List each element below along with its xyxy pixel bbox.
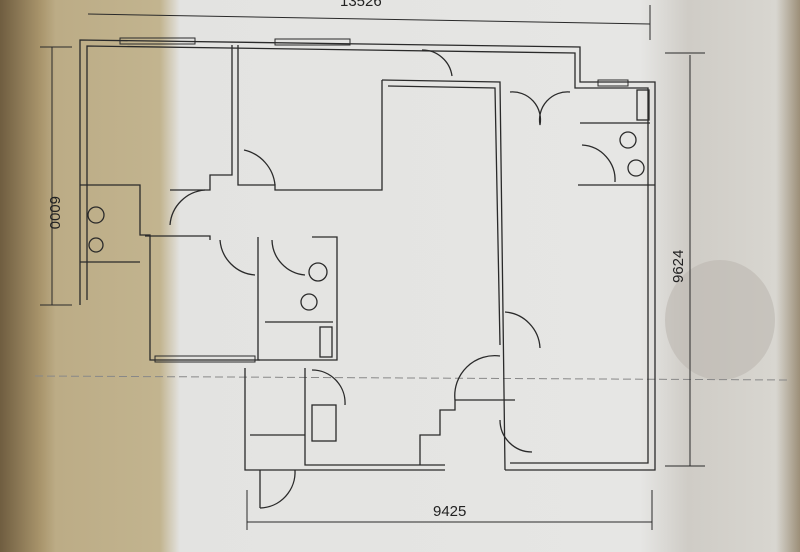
kitchen-inner-wall [304,368,445,466]
door-swing [499,419,533,453]
hall-wall [381,79,506,471]
left-bathroom-wall [80,184,260,361]
floor-plan [79,37,656,509]
door-swing [243,149,276,186]
toilet-icon [88,237,104,253]
dimension-top-width: 13526 [340,0,382,10]
door-swing [454,355,501,401]
outer-wall-inner [86,45,649,464]
basin-icon [319,326,333,358]
basin-icon [636,89,650,121]
door-swing [509,91,571,126]
toilet-icon [87,206,105,224]
dimension-bottom-width: 9425 [433,503,466,520]
lower-bedroom-wall [145,235,211,240]
outer-wall [79,39,656,471]
page-fold-line [34,375,791,381]
door-swing [421,49,453,77]
bathroom-2-wall [257,236,338,361]
hand-shadow [665,260,775,380]
sink-icon [311,404,337,442]
bedroom-2-wall [237,45,383,191]
dimension-left-height: 6000 [46,196,63,229]
door-swing [271,239,306,276]
dimensions [40,5,705,530]
windows [119,37,629,363]
door-swing [219,239,256,276]
kitchen-wall [244,368,445,471]
toilet-icon [308,262,328,282]
toilet-icon [627,159,645,177]
toilet-icon [619,131,637,149]
dimension-right-height: 9624 [670,250,687,283]
door-swing [259,469,296,509]
toilet-icon [300,293,318,311]
door-swing [581,144,616,183]
hall-wall-inner [387,85,501,346]
door-swing [169,189,206,226]
door-swing [504,311,541,349]
door-swing [311,369,346,406]
bedroom-1-wall [170,45,233,191]
